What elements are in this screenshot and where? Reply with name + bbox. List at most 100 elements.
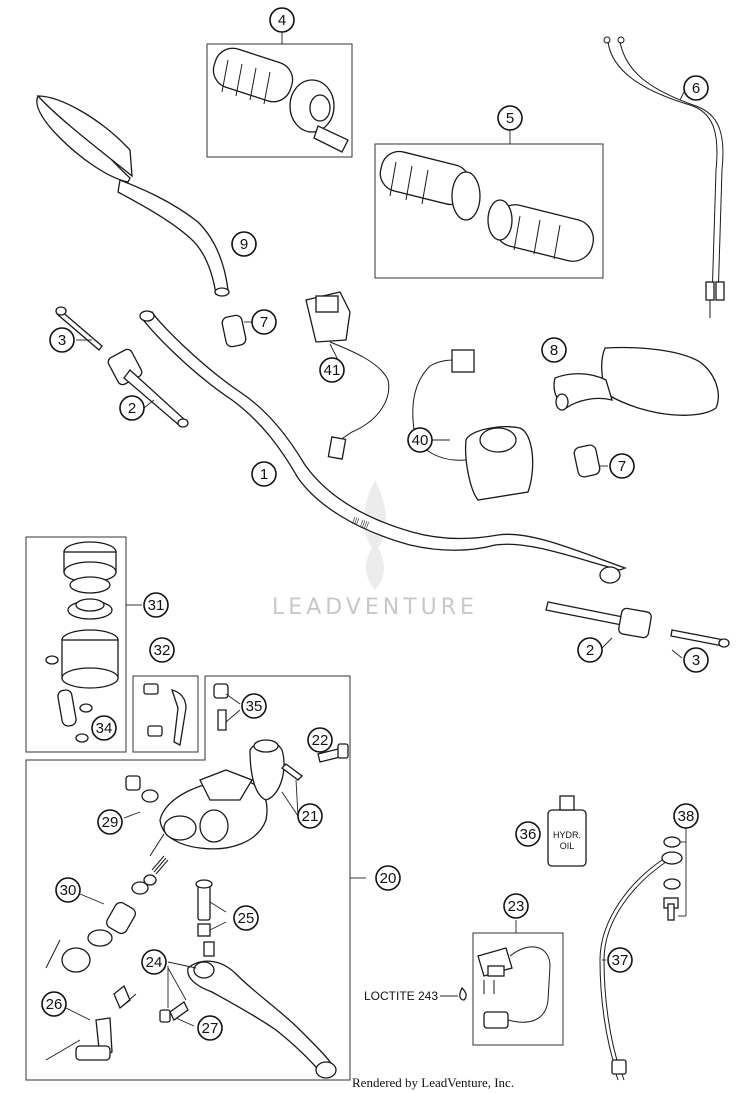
callout-7-left-label: 7 [260, 314, 268, 331]
throttle-cable[interactable] [603, 36, 725, 318]
reservoir-diaphragm[interactable] [67, 576, 113, 620]
mirror-right[interactable] [553, 346, 719, 416]
callout-36: 36 [515, 821, 541, 847]
callout-30: 30 [55, 877, 81, 903]
callout-21-label: 21 [302, 808, 319, 825]
callout-25: 25 [233, 905, 259, 931]
callout-3-right: 3 [683, 647, 709, 673]
callout-2-left: 2 [119, 395, 145, 421]
callout-9: 9 [231, 231, 257, 257]
loctite-label: LOCTITE 243 [364, 989, 438, 1003]
mirror-left[interactable] [36, 95, 230, 297]
callout-3-right-label: 3 [692, 652, 700, 669]
bar-end-bolt-right[interactable] [670, 629, 730, 648]
switch-41[interactable] [305, 291, 390, 460]
callout-40-label: 40 [412, 432, 429, 449]
callout-35: 35 [241, 693, 267, 719]
callout-3-left-label: 3 [58, 332, 66, 349]
adjuster-27[interactable] [159, 1001, 189, 1023]
grip-set[interactable] [376, 148, 597, 266]
callout-41-label: 41 [324, 362, 341, 379]
box-part-31 [25, 536, 127, 753]
callout-24: 24 [141, 949, 167, 975]
callout-36-label: 36 [520, 826, 537, 843]
brake-hose[interactable] [599, 855, 673, 1081]
loctite-note: LOCTITE 243 [364, 986, 467, 1003]
callout-8: 8 [541, 337, 567, 363]
callout-2-right: 2 [577, 637, 603, 663]
lever[interactable] [187, 941, 337, 1079]
callout-5: 5 [497, 105, 523, 131]
reservoir-cap[interactable] [63, 541, 117, 583]
leader-lines [61, 32, 687, 1027]
callout-20: 20 [375, 865, 401, 891]
callout-20-label: 20 [380, 870, 397, 887]
callout-2-right-label: 2 [586, 642, 594, 659]
master-cylinder[interactable] [159, 769, 268, 850]
box-part-20 [25, 675, 351, 1081]
callout-32-label: 32 [154, 642, 171, 659]
reservoir-body[interactable] [45, 629, 119, 743]
pivot-bolt-25[interactable] [195, 879, 213, 937]
bleeder-35[interactable] [213, 683, 229, 731]
callout-6-label: 6 [692, 80, 700, 97]
callout-41: 41 [319, 357, 345, 383]
throttle-grip[interactable] [209, 44, 349, 153]
fitting-29[interactable] [125, 775, 159, 803]
callout-34: 34 [91, 715, 117, 741]
clamp-21[interactable] [249, 739, 303, 801]
callout-5-label: 5 [506, 110, 514, 127]
callout-1: 1 [251, 461, 277, 487]
callout-3-left: 3 [49, 327, 75, 353]
box-part-23 [472, 932, 564, 1046]
callout-31: 31 [143, 592, 169, 618]
callout-23: 23 [503, 893, 529, 919]
callout-26-label: 26 [46, 996, 63, 1013]
callout-7-left: 7 [251, 309, 277, 335]
callout-25-label: 25 [238, 910, 255, 927]
callout-38-label: 38 [678, 808, 695, 825]
callout-22-label: 22 [312, 732, 329, 749]
callout-38: 38 [673, 803, 699, 829]
callout-29-label: 29 [102, 814, 119, 831]
callout-24-label: 24 [146, 954, 163, 971]
callout-29: 29 [97, 809, 123, 835]
callout-4-label: 4 [278, 12, 286, 29]
bar-end-weight-left[interactable] [106, 348, 189, 428]
callout-9-label: 9 [240, 236, 248, 253]
mirror-adapter-right[interactable] [573, 444, 601, 478]
switch-23[interactable] [477, 946, 551, 1029]
switch-40[interactable] [412, 349, 534, 501]
callout-22: 22 [307, 727, 333, 753]
footer-credit: Rendered by LeadVenture, Inc. [352, 1075, 514, 1090]
callout-35-label: 35 [246, 698, 263, 715]
callout-37-label: 37 [612, 952, 629, 969]
piston-kit[interactable] [45, 833, 169, 973]
adjuster-26[interactable] [45, 984, 137, 1061]
callout-6: 6 [683, 75, 709, 101]
callout-26: 26 [41, 991, 67, 1017]
callout-7-right-label: 7 [618, 458, 626, 475]
callout-1-label: 1 [260, 466, 268, 483]
hydraulic-oil-bottle[interactable]: HYDR. OIL [547, 795, 587, 867]
watermark-text: LEADVENTURE [272, 595, 478, 620]
callout-23-label: 23 [508, 898, 525, 915]
callout-31-label: 31 [148, 597, 165, 614]
bracket-32[interactable] [143, 683, 187, 746]
banjo-fittings-38[interactable] [661, 836, 683, 921]
box-part-32 [132, 675, 199, 753]
mirror-adapter-left[interactable] [221, 314, 247, 348]
box-part-5 [374, 143, 604, 279]
callout-34-label: 34 [96, 720, 113, 737]
oil-label-line1: HYDR. [553, 830, 581, 840]
callout-40: 40 [407, 427, 433, 453]
bar-end-weight-right[interactable] [545, 601, 652, 639]
box-part-4 [206, 43, 353, 158]
screw-22[interactable] [317, 743, 349, 763]
callout-7-right: 7 [609, 453, 635, 479]
callout-21: 21 [297, 803, 323, 829]
watermark: LEADVENTURE [272, 480, 478, 620]
callout-4: 4 [269, 7, 295, 33]
callout-32: 32 [149, 637, 175, 663]
